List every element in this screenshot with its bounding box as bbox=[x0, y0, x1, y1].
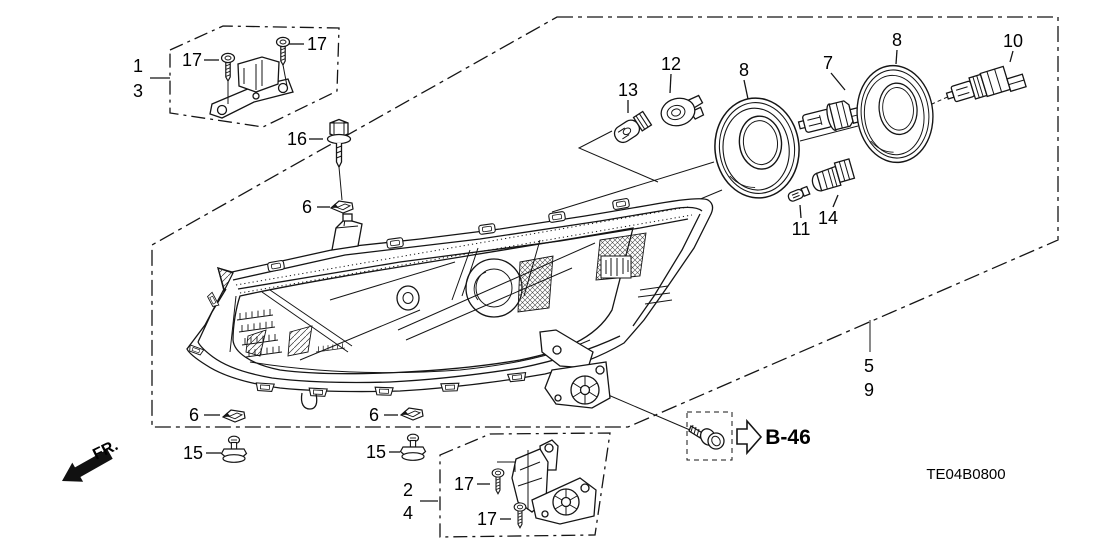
screw-15-left bbox=[220, 435, 248, 463]
callout-1: 1 bbox=[133, 56, 143, 76]
callout-3: 3 bbox=[133, 81, 143, 101]
bulb-13 bbox=[613, 110, 653, 144]
callout-16: 16 bbox=[287, 129, 307, 149]
bracket-box-1-3 bbox=[169, 25, 340, 128]
seal-ring-8-left bbox=[709, 93, 805, 203]
fr-arrow-icon bbox=[62, 449, 113, 482]
screw-17-upper-left bbox=[220, 52, 236, 82]
callout-6-top: 6 bbox=[302, 197, 312, 217]
callout-7: 7 bbox=[823, 53, 833, 73]
callout-17-d: 17 bbox=[477, 509, 497, 529]
screw-15-right bbox=[399, 433, 427, 461]
screw-17-lower-lower bbox=[513, 502, 527, 529]
callout-6-bottom-right: 6 bbox=[369, 405, 379, 425]
callout-8-right: 8 bbox=[892, 30, 902, 50]
clip-6-bottom-right bbox=[400, 407, 424, 421]
bulb-11 bbox=[787, 185, 811, 202]
headlamp-assembly bbox=[186, 197, 714, 410]
b46-label: B-46 bbox=[765, 426, 811, 449]
callout-17-a: 17 bbox=[182, 50, 202, 70]
callout-15-left: 15 bbox=[183, 443, 203, 463]
b46-arrow-icon bbox=[736, 418, 763, 456]
b46-bolt bbox=[688, 424, 725, 450]
fr-direction-indicator: FR. bbox=[62, 437, 121, 482]
fr-label: FR. bbox=[90, 437, 121, 464]
callout-4: 4 bbox=[403, 503, 413, 523]
diagram-dashdot-border bbox=[151, 16, 1059, 428]
clip-6-top bbox=[330, 200, 354, 214]
socket-12 bbox=[660, 94, 705, 127]
screw-17-lower-upper bbox=[491, 468, 505, 495]
callout-17-b: 17 bbox=[307, 34, 327, 54]
callout-10: 10 bbox=[1003, 31, 1023, 51]
callout-17-c: 17 bbox=[454, 474, 474, 494]
diagram-code: TE04B0800 bbox=[926, 466, 1005, 483]
callout-2: 2 bbox=[403, 480, 413, 500]
bolt-16 bbox=[326, 118, 352, 201]
callout-15-right: 15 bbox=[366, 442, 386, 462]
callout-5: 5 bbox=[864, 356, 874, 376]
bulb-10 bbox=[945, 65, 1027, 103]
seal-ring-8-right bbox=[851, 61, 939, 167]
callout-14: 14 bbox=[818, 208, 838, 228]
callout-8-left: 8 bbox=[739, 60, 749, 80]
b46-reference: B-46 bbox=[686, 411, 811, 461]
callout-13: 13 bbox=[618, 80, 638, 100]
bracket-box-2-4 bbox=[439, 432, 611, 538]
bracket-part-1-3 bbox=[209, 56, 294, 119]
socket-14 bbox=[811, 158, 856, 192]
callout-labels: 1 3 17 17 16 6 13 12 8 7 8 10 11 14 5 9 … bbox=[133, 30, 1023, 529]
callout-11: 11 bbox=[792, 219, 811, 239]
callout-9: 9 bbox=[864, 380, 874, 400]
callout-12: 12 bbox=[661, 54, 681, 74]
screw-17-upper-right bbox=[275, 36, 291, 66]
callout-6-bottom-left: 6 bbox=[189, 405, 199, 425]
bulb-7 bbox=[797, 100, 870, 133]
bracket-part-2-4 bbox=[511, 439, 597, 525]
clip-6-bottom-left bbox=[222, 409, 246, 423]
headlamp-lower-bracket bbox=[539, 329, 611, 409]
